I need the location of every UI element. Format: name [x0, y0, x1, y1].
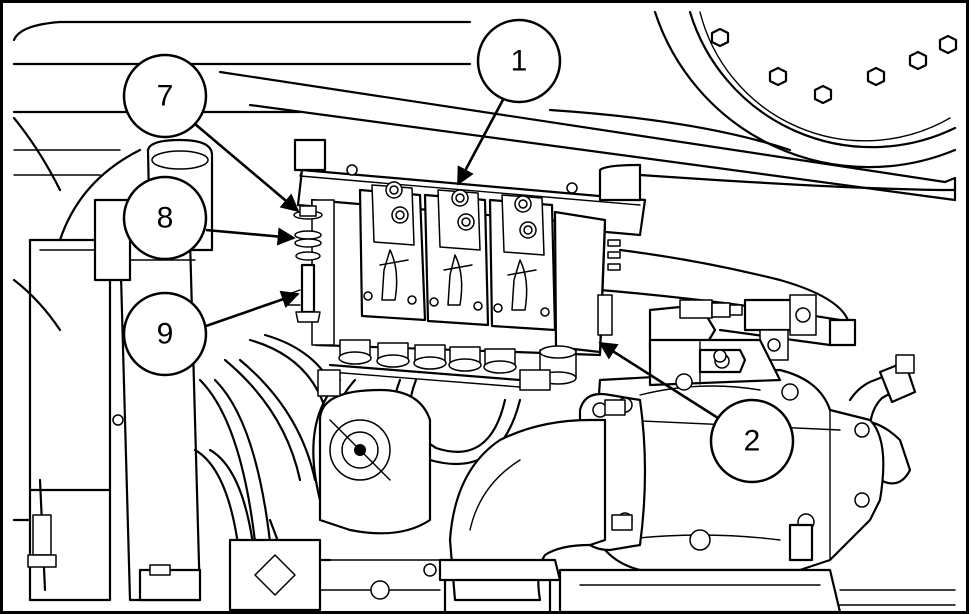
svg-text:7: 7	[157, 80, 174, 113]
leader-lines	[194, 95, 719, 420]
callout-7: 7	[122, 53, 208, 139]
washer-part-8a	[294, 230, 322, 240]
washer-part-8b	[294, 238, 322, 248]
leader-7	[194, 123, 300, 213]
round-cover-plate	[653, 10, 958, 169]
svg-text:9: 9	[157, 318, 174, 351]
valve-bank-body	[310, 181, 613, 357]
leader-1	[456, 95, 507, 186]
valve-bank-fittings	[317, 339, 577, 397]
svg-text:1: 1	[511, 45, 528, 78]
svg-text:8: 8	[157, 202, 174, 235]
bolt-part-9	[300, 263, 316, 314]
bottom-components	[228, 538, 956, 614]
callout-1: 1	[476, 18, 562, 104]
gear-housing	[318, 388, 432, 535]
leader-9	[205, 290, 300, 328]
leader-2	[598, 341, 719, 420]
svg-text:2: 2	[744, 425, 761, 458]
callout-9: 9	[122, 291, 208, 377]
callout-2: 2	[709, 398, 795, 484]
callout-8: 8	[122, 175, 208, 261]
leader-8	[205, 227, 296, 246]
nut-part-7	[299, 205, 317, 217]
